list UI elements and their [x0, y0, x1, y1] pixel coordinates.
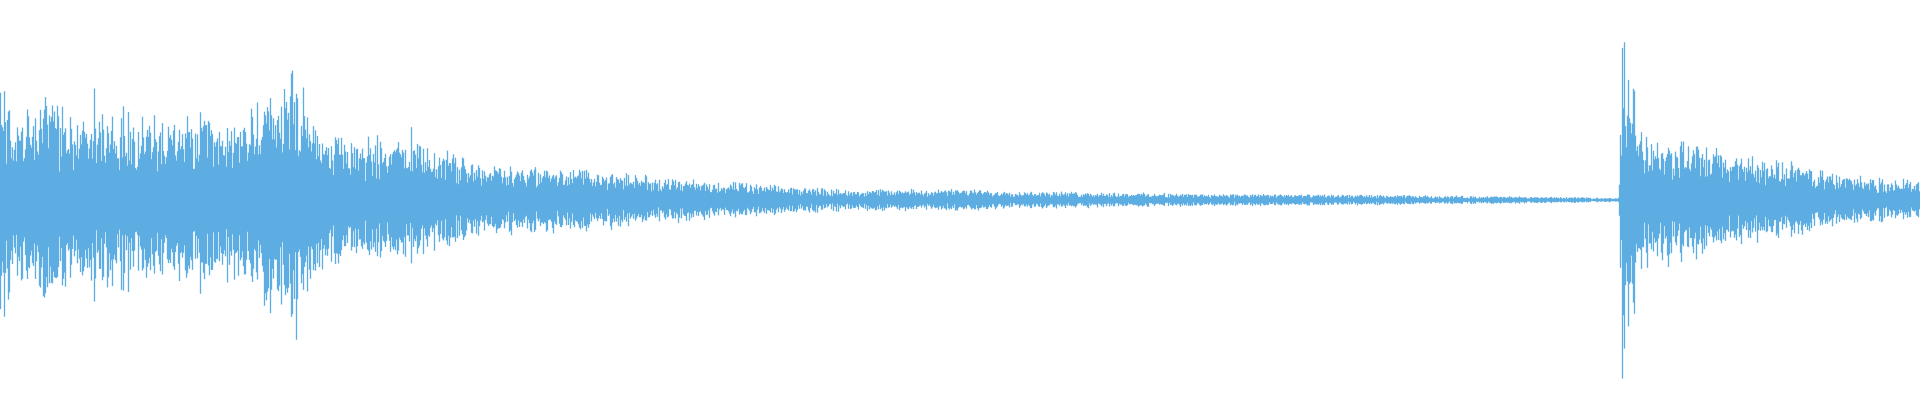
waveform-signal	[0, 42, 1920, 379]
